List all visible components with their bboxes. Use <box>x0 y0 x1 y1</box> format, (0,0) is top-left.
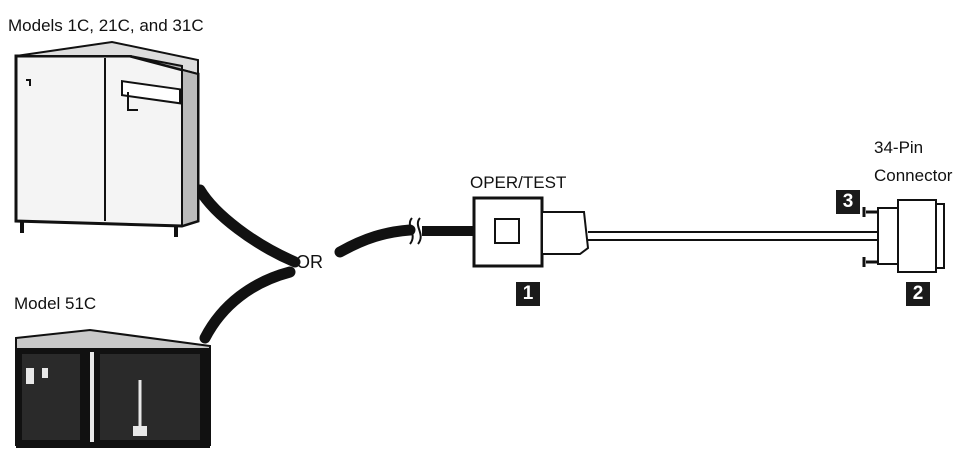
label-model-51c: Model 51C <box>14 294 97 313</box>
cable-bottom-machine <box>199 266 296 344</box>
machine-models-1c-21c-31c <box>14 40 200 237</box>
connector-label-line2: Connector <box>874 165 953 185</box>
label-or: OR <box>296 252 323 272</box>
cable-top-machine <box>194 184 301 268</box>
oper-test-switch <box>472 196 590 268</box>
connector-label-line1: 34-Pin <box>874 138 924 157</box>
callout-2: 2 <box>906 282 930 306</box>
machine-model-51c <box>15 328 211 448</box>
cable-to-switch <box>334 224 416 258</box>
connector-34-pin <box>862 199 945 273</box>
label-oper-test: OPER/TEST <box>470 173 567 192</box>
callout-3: 3 <box>836 190 860 214</box>
label-models-1c-21c-31c: Models 1C, 21C, and 31C <box>8 16 204 35</box>
label-34-pin-connector: 34-Pin Connector <box>874 138 952 185</box>
callout-1: 1 <box>516 282 540 306</box>
cable-break-mark <box>408 217 422 245</box>
cable-segment <box>422 226 474 236</box>
